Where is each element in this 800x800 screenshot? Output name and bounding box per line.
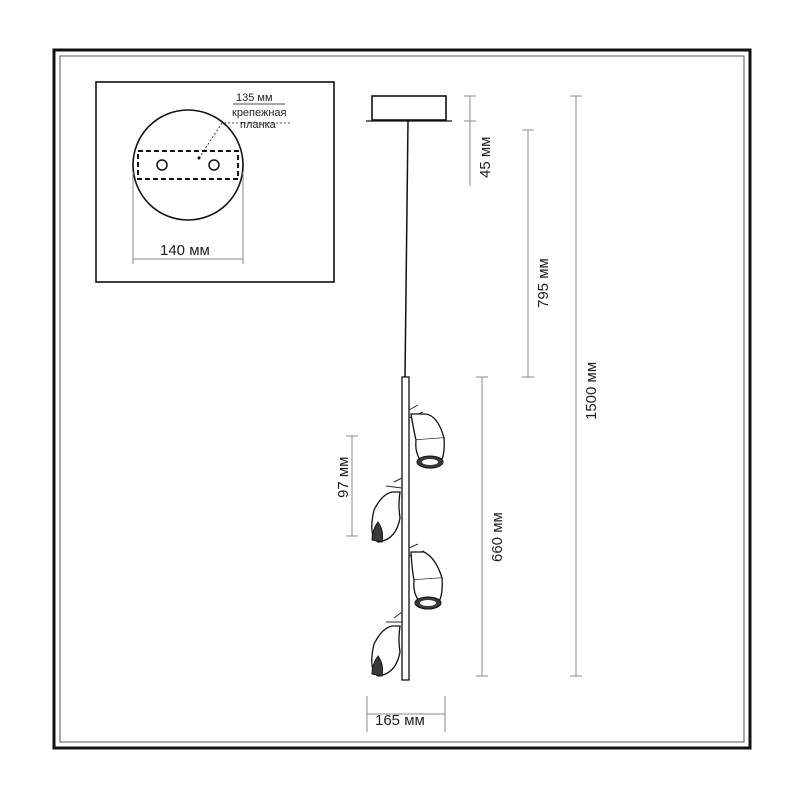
inner-frame xyxy=(59,55,745,743)
shade-spacing-label: 97 мм xyxy=(335,457,352,498)
bar-name-line1: крепежная xyxy=(232,107,287,119)
shade-2 xyxy=(371,477,403,543)
dim-canopy-height: 45 мм xyxy=(464,95,494,186)
canopy xyxy=(371,95,447,121)
shade-1 xyxy=(408,404,445,469)
shade-3 xyxy=(408,543,443,610)
canopy-height-label: 45 мм xyxy=(477,137,494,178)
bar-width-label: 135 мм xyxy=(236,92,273,104)
shade-4 xyxy=(371,611,403,677)
body-height-label: 660 мм xyxy=(489,512,506,562)
dim-total-height: 1500 мм xyxy=(570,95,600,677)
outer-frame xyxy=(52,48,752,750)
suspension-cable xyxy=(404,120,409,378)
dim-body-height: 660 мм xyxy=(476,376,506,677)
cable-length-label: 795 мм xyxy=(535,258,552,308)
bar-name-line2: планка xyxy=(240,119,277,131)
mounting-hole-left xyxy=(156,159,168,171)
canopy-circle xyxy=(132,109,244,221)
mounting-bar xyxy=(137,150,239,180)
lamp-side-view xyxy=(366,95,452,681)
dim-cable-length: 795 мм xyxy=(522,129,552,378)
dim-shade-spacing: 97 мм xyxy=(335,435,358,537)
width-label: 165 мм xyxy=(375,712,425,729)
mounting-hole-right xyxy=(208,159,220,171)
canopy-diameter-label: 140 мм xyxy=(160,242,210,259)
canopy-top-view: 135 мм крепежная планка 140 мм xyxy=(95,81,335,283)
inset-box xyxy=(95,81,335,283)
bar-leader-line xyxy=(198,122,290,159)
lamp-rod xyxy=(401,376,410,681)
total-height-label: 1500 мм xyxy=(583,362,600,420)
dim-width: 165 мм xyxy=(366,696,446,732)
